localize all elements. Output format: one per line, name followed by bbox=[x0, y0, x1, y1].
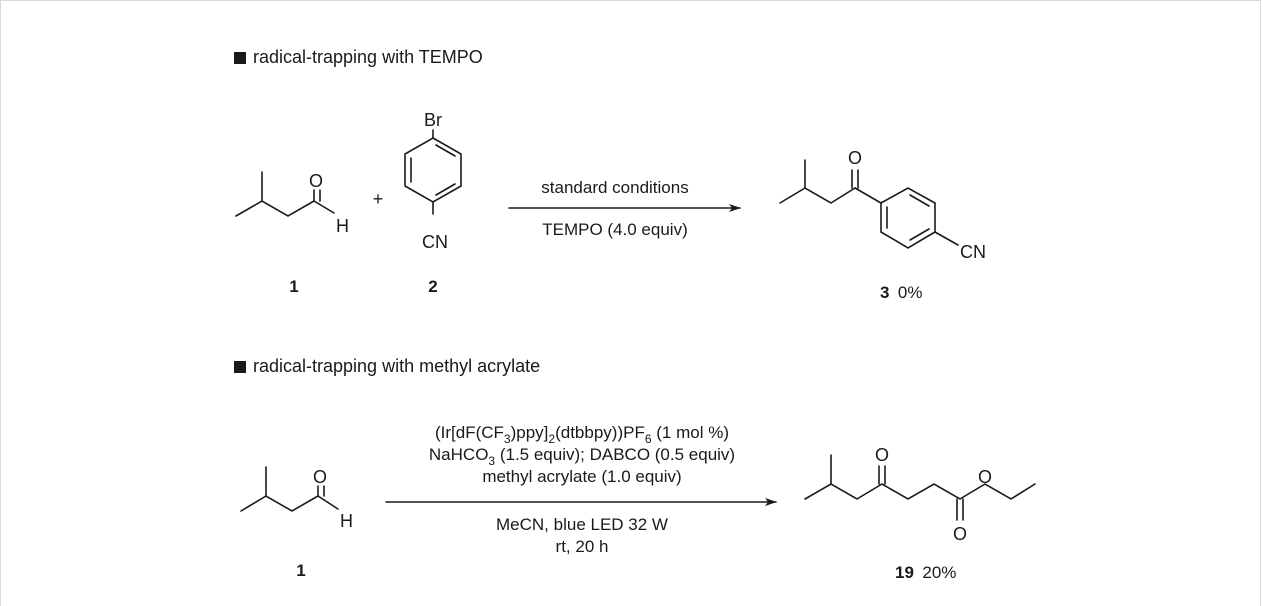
product-3-number-yield: 3 0% bbox=[880, 283, 923, 302]
conditions-above-arrow-1: standard conditions bbox=[541, 178, 688, 197]
time-line: rt, 20 h bbox=[556, 537, 609, 556]
compound-number-1b: 1 bbox=[296, 561, 305, 580]
yield-19: 20% bbox=[922, 563, 956, 582]
bromine-label: Br bbox=[424, 110, 442, 130]
ketone-oxygen-label-19: O bbox=[875, 445, 889, 465]
bullet-square-icon bbox=[234, 361, 246, 373]
solvent-line: MeCN, blue LED 32 W bbox=[496, 515, 668, 534]
compound-number-1: 1 bbox=[289, 277, 298, 296]
yield-3: 0% bbox=[898, 283, 923, 302]
bullet-square-icon bbox=[234, 52, 246, 64]
aldehyde-oxygen-label: O bbox=[309, 171, 323, 191]
section-title-tempo: radical-trapping with TEMPO bbox=[253, 47, 483, 67]
section-title-acrylate: radical-trapping with methyl acrylate bbox=[253, 356, 541, 376]
catalyst-line: (Ir[dF(CF3)ppy]2(dtbbpy))PF6 (1 mol %) bbox=[435, 423, 729, 446]
ester-carbonyl-oxygen-label: O bbox=[953, 524, 967, 544]
isovaleraldehyde-structure-1: O H 1 bbox=[235, 171, 349, 296]
nitrile-label: CN bbox=[422, 232, 448, 252]
product-nitrile-label: CN bbox=[960, 242, 986, 262]
reagent-line: methyl acrylate (1.0 equiv) bbox=[482, 467, 681, 486]
compound-number-3: 3 bbox=[880, 283, 889, 302]
ester-ether-oxygen-label: O bbox=[978, 467, 992, 487]
plus-sign: + bbox=[373, 189, 384, 209]
compound-number-19: 19 bbox=[895, 563, 914, 582]
ketone-oxygen-label: O bbox=[848, 148, 862, 168]
section-header-tempo: radical-trapping with TEMPO bbox=[234, 47, 483, 67]
section-header-acrylate: radical-trapping with methyl acrylate bbox=[234, 356, 540, 376]
product-structure-19: O O O 19 20% bbox=[804, 445, 1036, 582]
compound-number-2: 2 bbox=[428, 277, 437, 296]
aldehyde-oxygen-label-b: O bbox=[313, 467, 327, 487]
isovaleraldehyde-structure-1b: O H 1 bbox=[240, 466, 353, 580]
conditions-below-arrow-1: TEMPO (4.0 equiv) bbox=[542, 220, 688, 239]
base-line: NaHCO3 (1.5 equiv); DABCO (0.5 equiv) bbox=[429, 445, 735, 468]
aldehyde-hydrogen-label-b: H bbox=[340, 511, 353, 531]
aldehyde-hydrogen-label: H bbox=[336, 216, 349, 236]
bromobenzonitrile-structure-2: Br CN 2 bbox=[404, 110, 462, 296]
product-19-number-yield: 19 20% bbox=[895, 563, 956, 582]
product-structure-3: O CN 3 0% bbox=[779, 148, 986, 302]
